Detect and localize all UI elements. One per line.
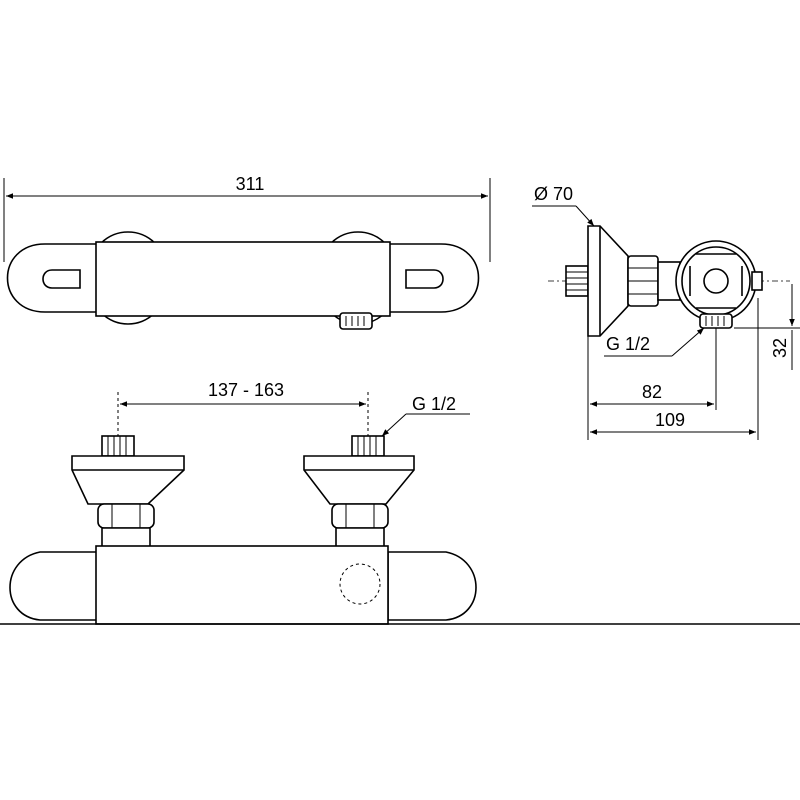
side-body-end xyxy=(675,240,763,322)
dimension-height: 32 xyxy=(734,284,800,370)
dimension-inlet-spacing: 137 - 163 xyxy=(117,380,369,438)
thermostat-body-top xyxy=(95,241,391,317)
diameter-callout: Ø 70 xyxy=(532,184,595,227)
wall-flange xyxy=(587,225,629,337)
dimension-depth: 82 109 xyxy=(587,298,759,440)
side-hex-nut xyxy=(627,255,659,307)
right-inlet xyxy=(303,435,415,553)
side-view: Ø 70 xyxy=(532,184,800,440)
outlet-nut-top xyxy=(339,312,373,330)
thread-callout-side: G 1/2 xyxy=(604,327,705,357)
side-outlet-nut xyxy=(699,313,733,329)
right-handle-slot xyxy=(405,269,444,289)
thread-callout-front: G 1/2 xyxy=(381,394,470,437)
left-handle xyxy=(6,243,101,313)
diameter-label: Ø 70 xyxy=(534,184,573,204)
thread-label-front: G 1/2 xyxy=(412,394,456,414)
left-end-cap xyxy=(9,551,99,621)
top-view: 311 xyxy=(3,174,491,330)
right-handle xyxy=(385,243,480,313)
left-handle-slot xyxy=(42,269,81,289)
spacing-dimension-label: 137 - 163 xyxy=(208,380,284,400)
side-thread-stub xyxy=(565,265,589,297)
depth-dimension-label-82: 82 xyxy=(642,382,662,402)
outlet-hidden-circle xyxy=(339,563,381,605)
height-dimension-label: 32 xyxy=(770,338,790,358)
right-end-cap xyxy=(387,551,477,621)
thread-label-side: G 1/2 xyxy=(606,334,650,354)
dimension-overall-width: 311 xyxy=(3,174,491,262)
thermostat-body-front xyxy=(95,545,389,625)
width-dimension-label: 311 xyxy=(236,174,265,194)
depth-dimension-label-109: 109 xyxy=(655,410,685,430)
left-inlet xyxy=(71,435,185,553)
front-view: 137 - 163 G 1/2 xyxy=(0,380,800,625)
